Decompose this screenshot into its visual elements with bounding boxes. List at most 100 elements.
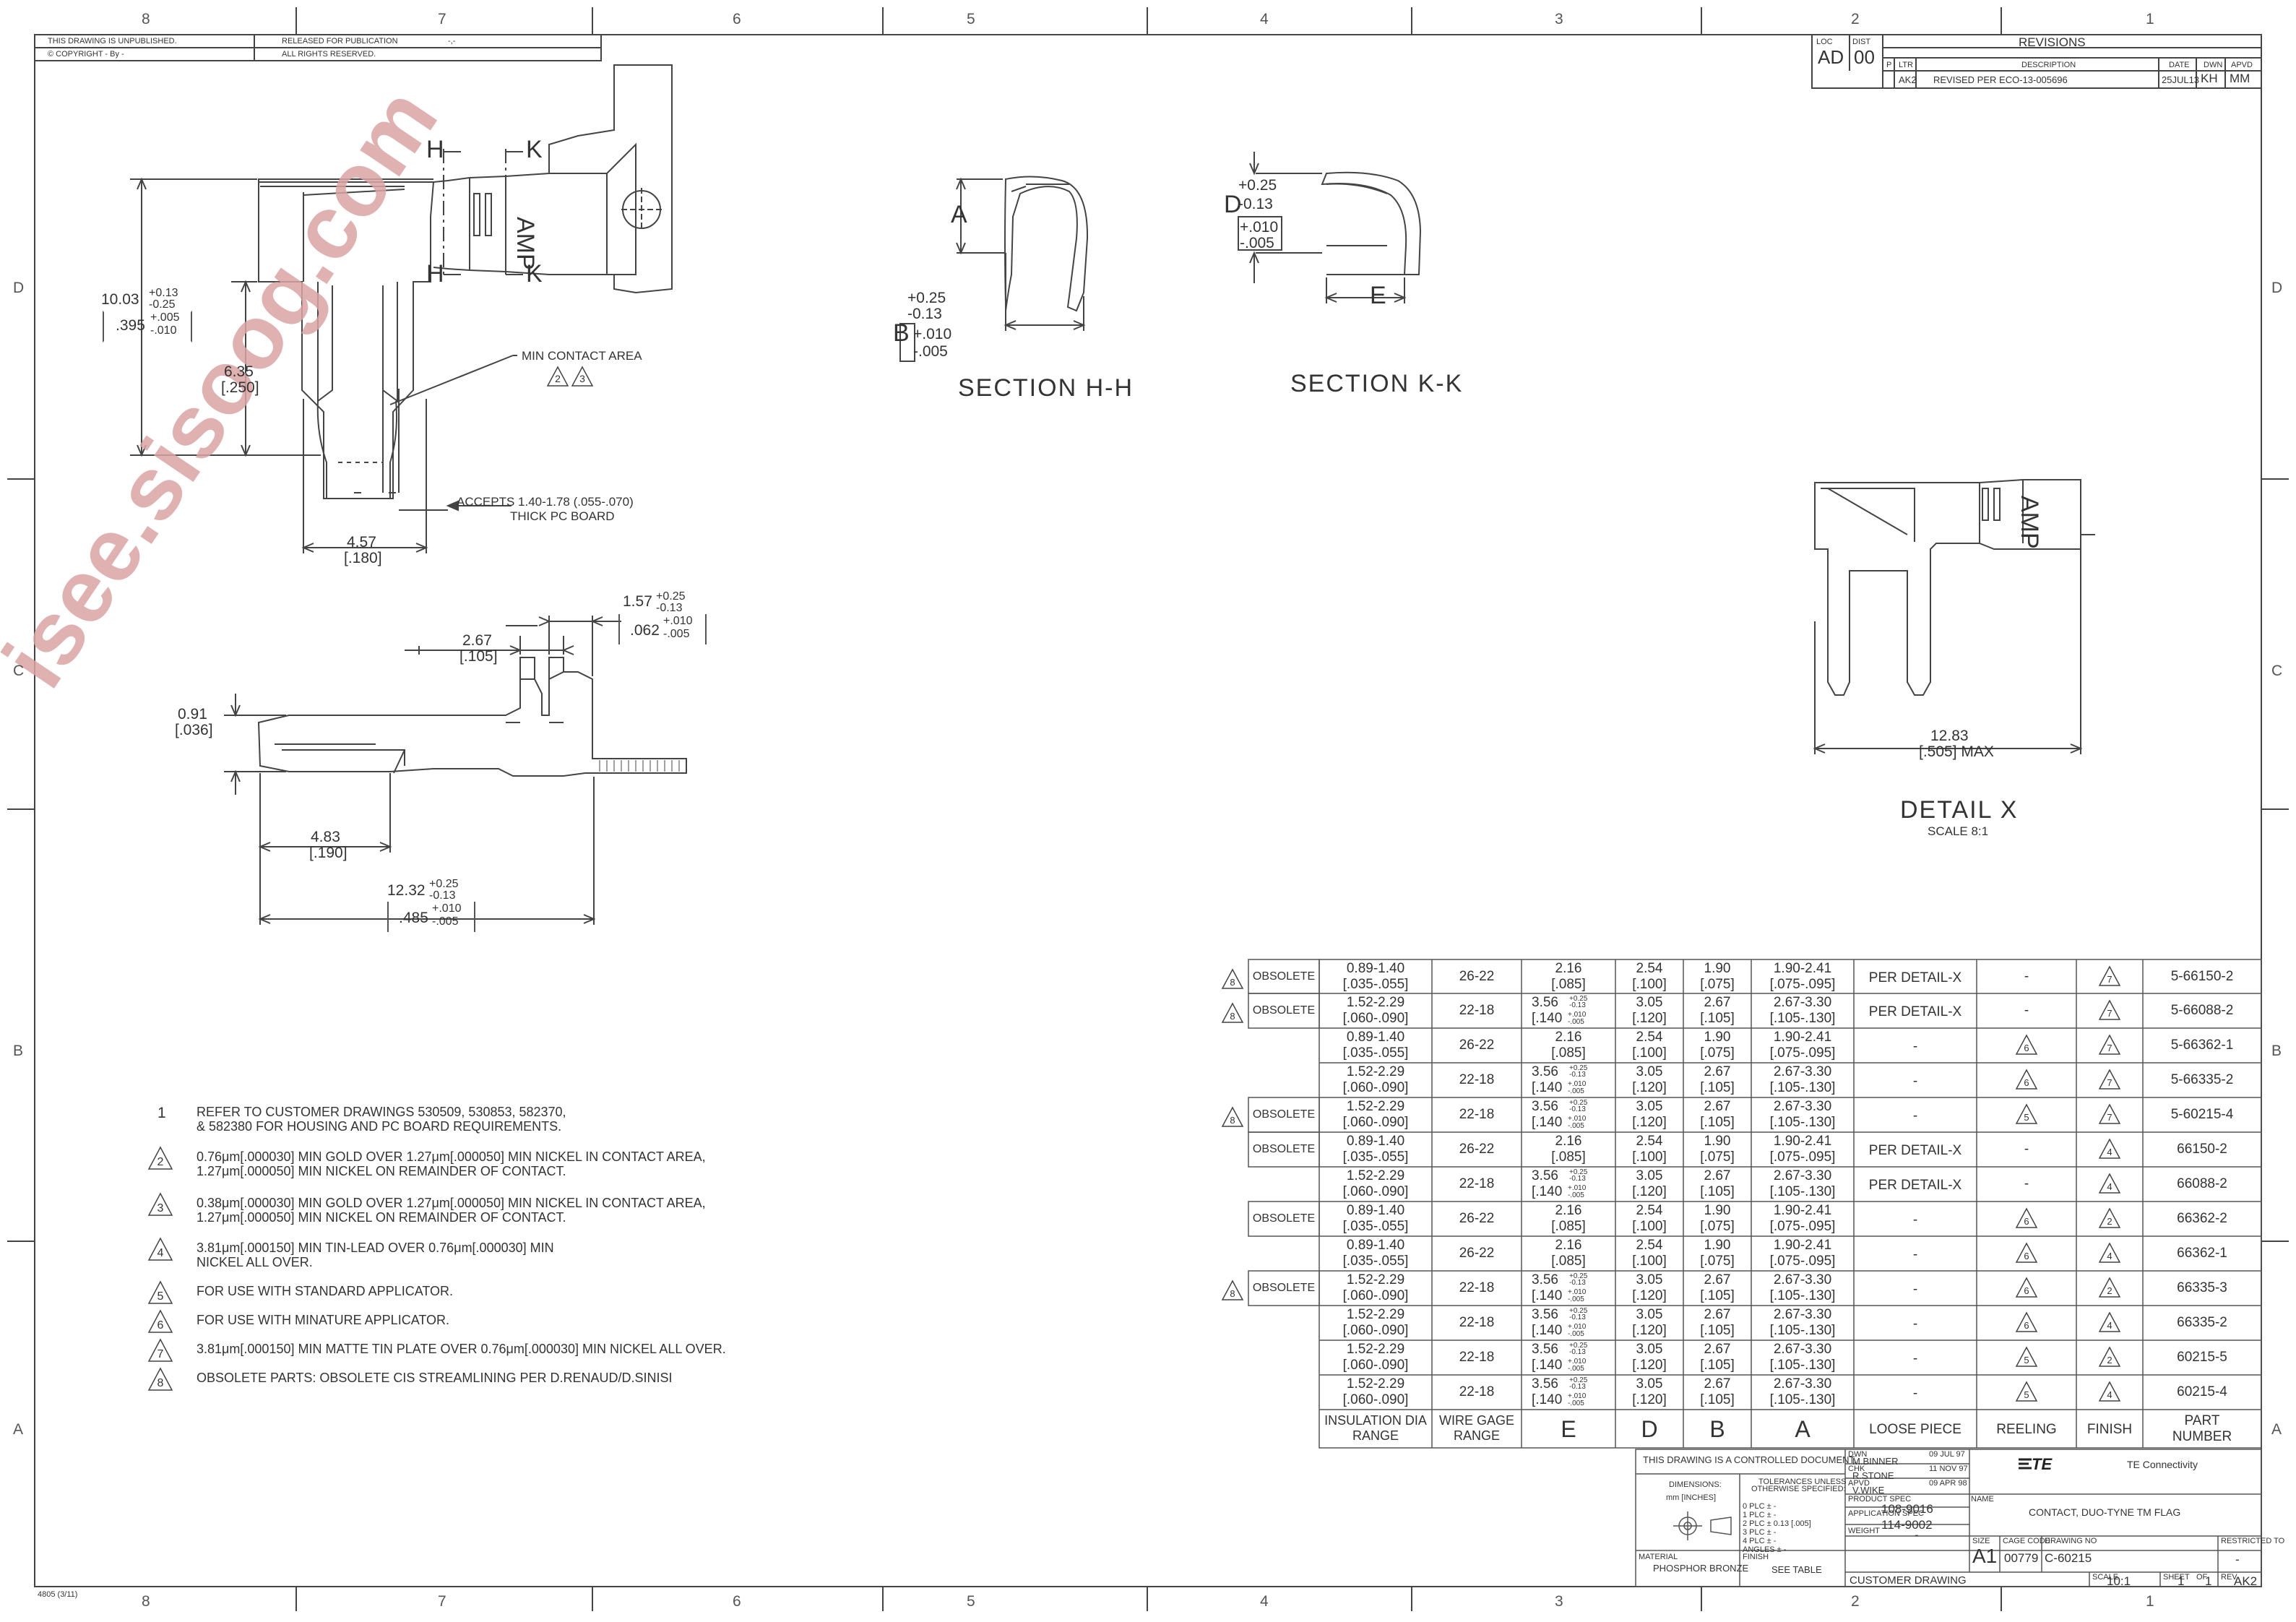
table-cell-a: 1.90-2.41[.075-.095] — [1751, 1203, 1854, 1235]
cell-line: [.105] — [1700, 1011, 1735, 1026]
cell-line: 2.16 — [1555, 961, 1582, 976]
table-cell-b: 2.67[.105] — [1683, 1342, 1751, 1373]
cell-line: [.105-.130] — [1769, 1115, 1836, 1130]
row-label: A — [2271, 1421, 2282, 1438]
triangle-icon: 2 — [2098, 1207, 2121, 1229]
cell-line: 2.16 — [1555, 1238, 1582, 1253]
cell-line: [.120] — [1632, 1184, 1667, 1199]
table-cell-d: 2.54[.100] — [1615, 1134, 1683, 1165]
dim-tol: -.005 — [432, 915, 459, 928]
col-header-reeling: REELING — [1996, 1422, 2057, 1437]
dim-tol: -.005 — [663, 628, 690, 640]
table-cell-e: 3.56+0.25-0.13[.140+.010-.005 — [1532, 1342, 1611, 1373]
cell-tol: -0.13 — [1569, 1001, 1586, 1009]
triangle-icon: 4 — [2098, 1173, 2121, 1194]
dim-slot: 2.67 — [462, 632, 492, 649]
triangle-icon: 7 — [2098, 965, 2121, 987]
obsolete-label: OBSOLETE — [1252, 1004, 1316, 1017]
cell-line: 2.54 — [1636, 961, 1663, 976]
table-cell-part: 5-66362-1 — [2170, 1038, 2234, 1053]
triangle-icon: 6 — [2015, 1311, 2038, 1333]
cell-line: [.035-.055] — [1342, 1219, 1409, 1234]
cell-line: [.100] — [1632, 1045, 1667, 1061]
cell-line: 1.52-2.29 — [1346, 1099, 1405, 1114]
detail-title: DETAIL X — [1900, 796, 2019, 824]
company-name: TE Connectivity — [2127, 1459, 2198, 1470]
table-cell-b: 2.67[.105] — [1683, 1168, 1751, 1200]
note-triangle: 4 — [147, 1237, 173, 1261]
dim-thickness: 0.91 — [178, 706, 207, 722]
table-cell-ins: 0.89-1.40[.035-.055] — [1319, 961, 1432, 993]
dim-letter-b: B — [893, 319, 911, 347]
cell-line: 2.67 — [1704, 1307, 1731, 1322]
col-header-d: D — [1641, 1416, 1658, 1442]
cell-tol: -.005 — [1568, 1399, 1584, 1407]
pcb-note: ACCEPTS 1.40-1.78 (.055-.070) — [457, 495, 634, 509]
rights-note: ALL RIGHTS RESERVED. — [282, 50, 376, 59]
tol-line: 2 PLC ± 0.13 [.005] — [1743, 1519, 1811, 1528]
dim-tol: -0.13 — [907, 306, 942, 322]
triangle-icon: 4 — [2098, 1381, 2121, 1402]
note-triangle: 3 — [147, 1192, 173, 1217]
cell-line: 0.89-1.40 — [1346, 961, 1405, 976]
note-text: & 582380 FOR HOUSING AND PC BOARD REQUIR… — [197, 1119, 562, 1134]
note-text: NICKEL ALL OVER. — [197, 1255, 313, 1269]
col-label: 8 — [142, 1593, 150, 1610]
cell-line: [.105] — [1700, 1392, 1735, 1407]
table-cell-b: 1.90[.075] — [1683, 1134, 1751, 1165]
cell-line: 2.67-3.30 — [1773, 1307, 1832, 1322]
triangle-icon: 8 — [1221, 968, 1244, 990]
dim-length-inch: .485 — [399, 910, 428, 926]
cell-line: 0.89-1.40 — [1346, 1134, 1405, 1149]
dim-letter-d: D — [1224, 191, 1243, 218]
table-cell-e: 3.56+0.25-0.13[.140+.010-.005 — [1532, 1307, 1611, 1339]
note-number: 3 — [157, 1202, 164, 1215]
triangle-number: 6 — [2024, 1251, 2029, 1261]
cell-line: 3.56 — [1532, 995, 1558, 1010]
table-cell-loose: - — [1912, 1108, 1918, 1123]
row-label: B — [13, 1043, 24, 1059]
cell-tol: +0.25 — [1569, 1272, 1588, 1280]
cell-line: 3.05 — [1636, 1342, 1663, 1357]
dim-tol: +.010 — [913, 326, 952, 342]
form-code: 4805 (3/11) — [38, 1590, 78, 1599]
cell-tol: -.005 — [1568, 1191, 1584, 1199]
table-cell-wire: 26-22 — [1459, 1038, 1495, 1053]
cell-line: 3.56 — [1532, 1342, 1558, 1357]
table-cell-wire: 22-18 — [1459, 1280, 1495, 1295]
cell-line: [.120] — [1632, 1080, 1667, 1095]
note-triangle: 8 — [147, 1367, 173, 1392]
note-number: 4 — [157, 1247, 164, 1259]
note-triangle: 2 — [147, 1146, 173, 1170]
cell-line: [.075] — [1700, 1045, 1735, 1061]
col-header-loose: LOOSE PIECE — [1869, 1422, 1961, 1437]
size-label: SIZE — [1972, 1537, 1990, 1545]
cell-line: [.105-.130] — [1769, 1358, 1836, 1373]
dim-pitch-inch: [.180] — [344, 550, 382, 566]
cell-line: 2.67 — [1704, 995, 1731, 1010]
table-cell-e: 3.56+0.25-0.13[.140+.010-.005 — [1532, 1168, 1611, 1200]
cell-line: 1.52-2.29 — [1346, 1064, 1405, 1079]
apvd-label: APVD — [1848, 1479, 1870, 1488]
table-cell-e: 3.56+0.25-0.13[.140+.010-.005 — [1532, 1272, 1611, 1304]
col-label: 7 — [438, 1593, 446, 1610]
note-text: OBSOLETE PARTS: OBSOLETE CIS STREAMLININ… — [197, 1371, 673, 1385]
header-line: PART — [2184, 1413, 2220, 1428]
triangle-icon: 7 — [2098, 999, 2121, 1021]
finish-value: SEE TABLE — [1771, 1564, 1822, 1575]
note-text: FOR USE WITH STANDARD APPLICATOR. — [197, 1284, 454, 1298]
table-cell-b: 1.90[.075] — [1683, 1203, 1751, 1235]
cell-line: 2.67-3.30 — [1773, 1342, 1832, 1357]
col-label: 6 — [733, 11, 741, 27]
tol-line: 1 PLC ± - — [1743, 1511, 1777, 1519]
table-cell-e: 2.16[.085] — [1522, 1134, 1615, 1165]
dim-tol: +.010 — [1240, 219, 1279, 236]
dim-tol: +0.25 — [907, 290, 946, 306]
table-cell-d: 3.05[.120] — [1615, 1342, 1683, 1373]
triangle-icon: 2 — [2098, 1277, 2121, 1298]
rev-header-date: DATE — [2169, 61, 2190, 69]
cell-tol: -0.13 — [1569, 1279, 1586, 1287]
cell-line: 3.56 — [1532, 1168, 1558, 1183]
